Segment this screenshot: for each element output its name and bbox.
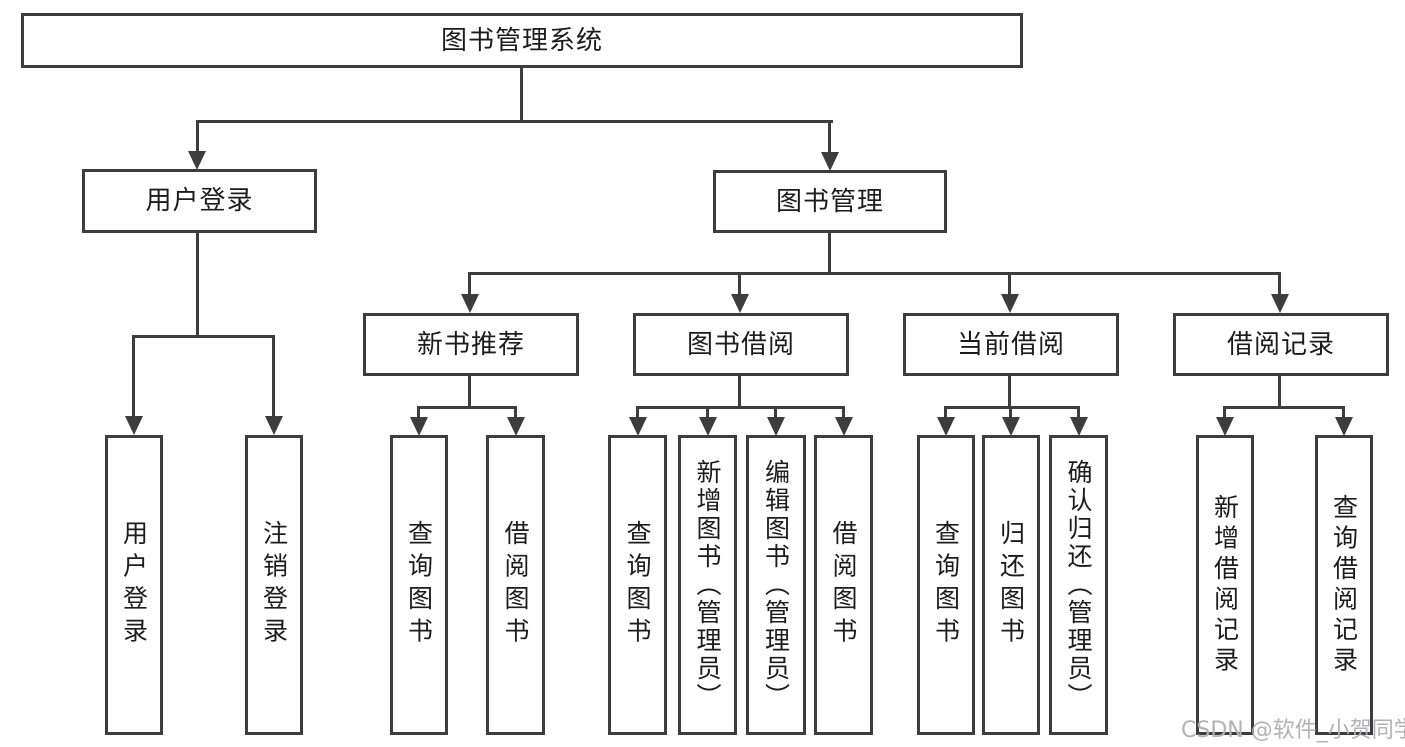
connector-line: [828, 233, 831, 273]
node-box-book-borrow: 图书借阅: [633, 313, 849, 376]
connector-line: [132, 336, 135, 417]
leaf-box-add-borrow-record: 新增借阅记录: [1196, 435, 1254, 735]
leaf-box-query-books-3: 查询图书: [917, 435, 975, 735]
arrow-down-icon: [731, 294, 749, 313]
arrow-down-icon: [835, 417, 853, 436]
connector-line: [1223, 406, 1345, 409]
node-label-user-login: 用户登录: [145, 186, 254, 216]
leaf-label-query-books-3: 查询图书: [931, 520, 961, 650]
connector-line: [738, 273, 741, 297]
connector-line: [828, 121, 831, 154]
node-box-book-management: 图书管理: [713, 170, 947, 233]
connector-line: [272, 336, 275, 417]
node-label-root: 图书管理系统: [440, 25, 603, 56]
connector-line: [196, 233, 199, 336]
arrow-down-icon: [125, 416, 143, 435]
connector-line: [738, 376, 741, 407]
arrow-down-icon: [1216, 417, 1234, 436]
connector-line: [417, 406, 517, 409]
arrow-down-icon: [507, 417, 525, 436]
arrow-down-icon: [1070, 417, 1088, 436]
node-box-borrow-records: 借阅记录: [1173, 313, 1389, 376]
node-label-new-book-recommend: 新书推荐: [416, 329, 525, 360]
leaf-box-confirm-return-admin: 确认归还（管理员）: [1049, 435, 1108, 735]
connector-line: [1009, 407, 1012, 418]
connector-line: [1008, 376, 1011, 407]
connector-line: [196, 120, 833, 123]
arrow-down-icon: [1335, 417, 1353, 436]
leaf-box-query-books-2: 查询图书: [608, 435, 667, 735]
connector-line: [1342, 407, 1345, 418]
leaf-box-edit-books-admin: 编辑图书（管理员）: [746, 435, 806, 735]
connector-line: [944, 406, 1080, 409]
connector-line: [706, 407, 709, 418]
arrow-down-icon: [1001, 294, 1019, 313]
leaf-label-query-books-1: 查询图书: [404, 520, 434, 650]
connector-line: [196, 121, 199, 153]
connector-line: [1223, 407, 1226, 418]
node-box-new-book-recommend: 新书推荐: [363, 313, 579, 376]
connector-line: [1278, 273, 1281, 297]
leaf-box-add-books-admin: 新增图书（管理员）: [678, 435, 737, 735]
connector-line: [468, 376, 471, 407]
node-label-current-borrow: 当前借阅: [956, 329, 1065, 360]
node-box-user-login: 用户登录: [82, 169, 317, 233]
connector-line: [636, 407, 639, 418]
node-box-current-borrow: 当前借阅: [903, 313, 1119, 376]
node-label-book-borrow: 图书借阅: [686, 329, 795, 360]
connector-line: [468, 273, 471, 297]
connector-line: [514, 407, 517, 418]
leaf-box-user-login: 用户登录: [105, 435, 163, 735]
connector-line: [520, 68, 523, 121]
leaf-box-query-borrow-record: 查询借阅记录: [1315, 435, 1373, 735]
arrow-down-icon: [188, 151, 206, 170]
connector-line: [468, 272, 1281, 275]
leaf-label-query-borrow-record: 查询借阅记录: [1329, 493, 1359, 677]
leaf-box-logout: 注销登录: [245, 435, 303, 735]
connector-line: [842, 407, 845, 418]
node-label-book-management: 图书管理: [775, 186, 884, 217]
connector-line: [1077, 407, 1080, 418]
arrow-down-icon: [767, 417, 785, 436]
node-box-root: 图书管理系统: [21, 13, 1023, 68]
connector-line: [1278, 376, 1281, 407]
leaf-label-borrow-books-1: 借阅图书: [501, 520, 530, 650]
leaf-label-user-login: 用户登录: [119, 520, 149, 650]
arrow-down-icon: [699, 417, 717, 436]
arrow-down-icon: [1002, 417, 1020, 436]
arrow-down-icon: [461, 294, 479, 313]
arrow-down-icon: [629, 417, 647, 436]
leaf-box-query-books-1: 查询图书: [390, 435, 448, 735]
arrow-down-icon: [410, 417, 428, 436]
leaf-label-return-books: 归还图书: [996, 520, 1026, 650]
leaf-label-confirm-return-admin: 确认归还（管理员）: [1064, 459, 1093, 711]
watermark: CSDN @软件_小贺同学: [1181, 718, 1405, 743]
connector-line: [417, 407, 420, 418]
arrow-down-icon: [265, 416, 283, 435]
connector-line: [636, 406, 845, 409]
node-label-borrow-records: 借阅记录: [1226, 329, 1335, 360]
connector-line: [774, 407, 777, 418]
leaf-label-add-books-admin: 新增图书（管理员）: [693, 459, 722, 711]
connector-line: [132, 335, 275, 338]
leaf-label-edit-books-admin: 编辑图书（管理员）: [761, 459, 791, 711]
arrow-down-icon: [937, 417, 955, 436]
connector-line: [944, 407, 947, 418]
connector-line: [1008, 273, 1011, 297]
leaf-label-borrow-books-2: 借阅图书: [829, 520, 858, 650]
leaf-box-borrow-books-2: 借阅图书: [814, 435, 873, 735]
leaf-box-borrow-books-1: 借阅图书: [486, 435, 545, 735]
leaf-label-logout: 注销登录: [259, 520, 289, 650]
arrow-down-icon: [821, 152, 839, 171]
leaf-label-add-borrow-record: 新增借阅记录: [1210, 493, 1240, 677]
leaf-label-query-books-2: 查询图书: [623, 520, 652, 650]
arrow-down-icon: [1271, 294, 1289, 313]
leaf-box-return-books: 归还图书: [982, 435, 1040, 735]
